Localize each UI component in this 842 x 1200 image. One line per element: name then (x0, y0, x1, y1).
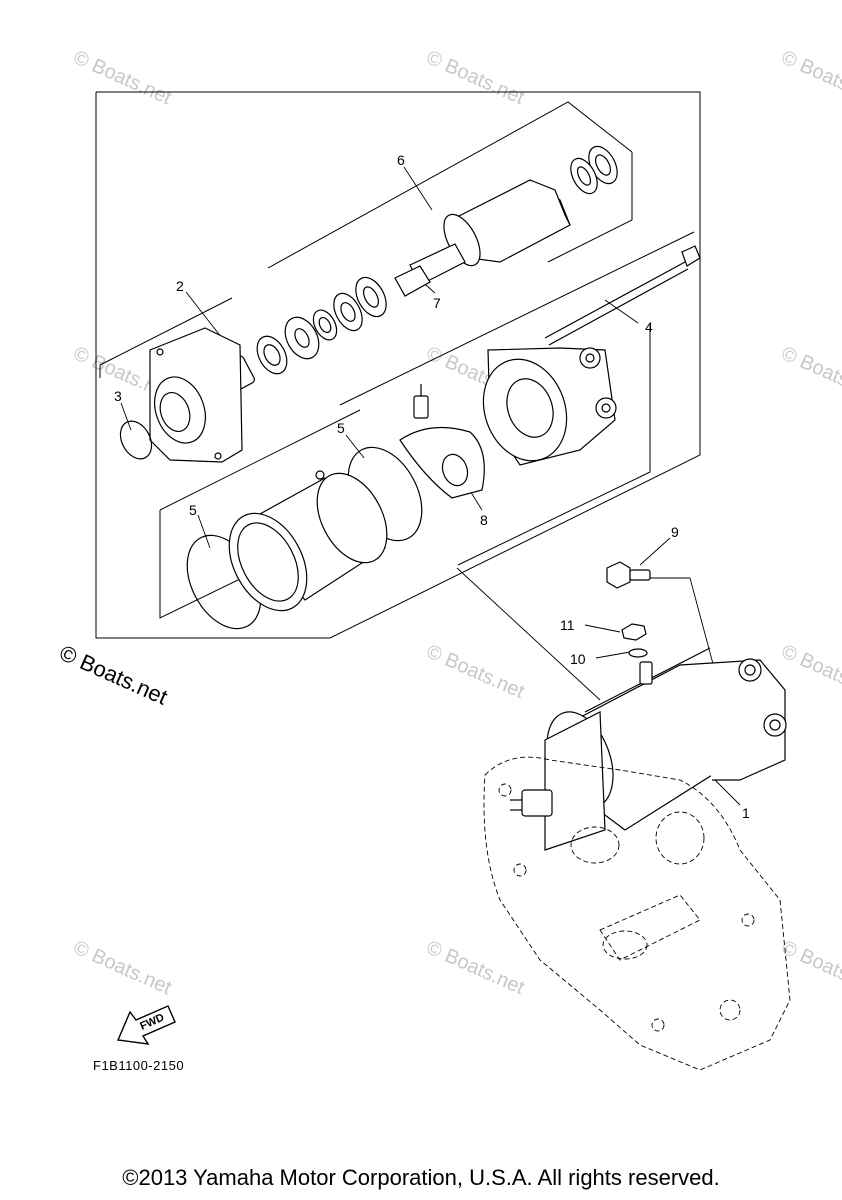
yoke-housing (228, 470, 388, 612)
watermark-group: © Boats.net © Boats.net © Boats.net © Bo… (70, 46, 842, 999)
armature-part-6 (394, 145, 618, 297)
callout-4: 4 (645, 319, 653, 335)
bracket-lines (99, 101, 695, 619)
through-bolt-part-4 (544, 245, 701, 346)
watermark-9: © Boats.net (70, 936, 175, 999)
watermark-10: © Boats.net (423, 936, 528, 999)
callout-9: 9 (671, 524, 679, 540)
callout-5-upper: 5 (337, 420, 345, 436)
watermark-2: © Boats.net (423, 46, 528, 109)
exploded-view-outline (95, 91, 701, 639)
callout-7: 7 (433, 295, 441, 311)
callout-11: 11 (560, 617, 575, 633)
callout-3: 3 (114, 388, 122, 404)
front-housing (482, 347, 617, 466)
diagram-code: F1B1100-2150 (93, 1058, 185, 1073)
callout-5-lower: 5 (189, 502, 197, 518)
end-cover-part-2 (149, 327, 243, 463)
washer-set (223, 276, 387, 391)
callout-1: 1 (742, 805, 750, 821)
callout-6: 6 (397, 152, 405, 168)
watermark-11: © Boats.net (778, 936, 842, 999)
watermark-7: © Boats.net (423, 640, 528, 703)
callout-numbers: 6 2 7 4 3 5 8 5 9 11 10 1 (114, 152, 750, 821)
starter-motor-assembly-part-1 (510, 647, 787, 851)
callout-8: 8 (480, 512, 488, 528)
crankcase-outline (483, 756, 791, 1071)
hardware-group (606, 561, 651, 658)
bolt-part-9 (606, 561, 631, 589)
watermark-1: © Boats.net (70, 46, 175, 109)
copyright-notice: ©2013 Yamaha Motor Corporation, U.S.A. A… (122, 1165, 720, 1190)
fwd-arrow-icon: FWD (116, 1005, 176, 1045)
nut-part-11 (621, 623, 647, 641)
o-ring-part-3 (119, 420, 153, 460)
callout-10: 10 (570, 651, 586, 667)
washer-part-10 (628, 648, 648, 658)
watermark-8: © Boats.net (778, 640, 842, 703)
callout-2: 2 (176, 278, 184, 294)
brush-holder-part-8 (399, 384, 485, 499)
watermark-3: © Boats.net (778, 46, 842, 109)
watermark-6: © Boats.net (778, 342, 842, 405)
